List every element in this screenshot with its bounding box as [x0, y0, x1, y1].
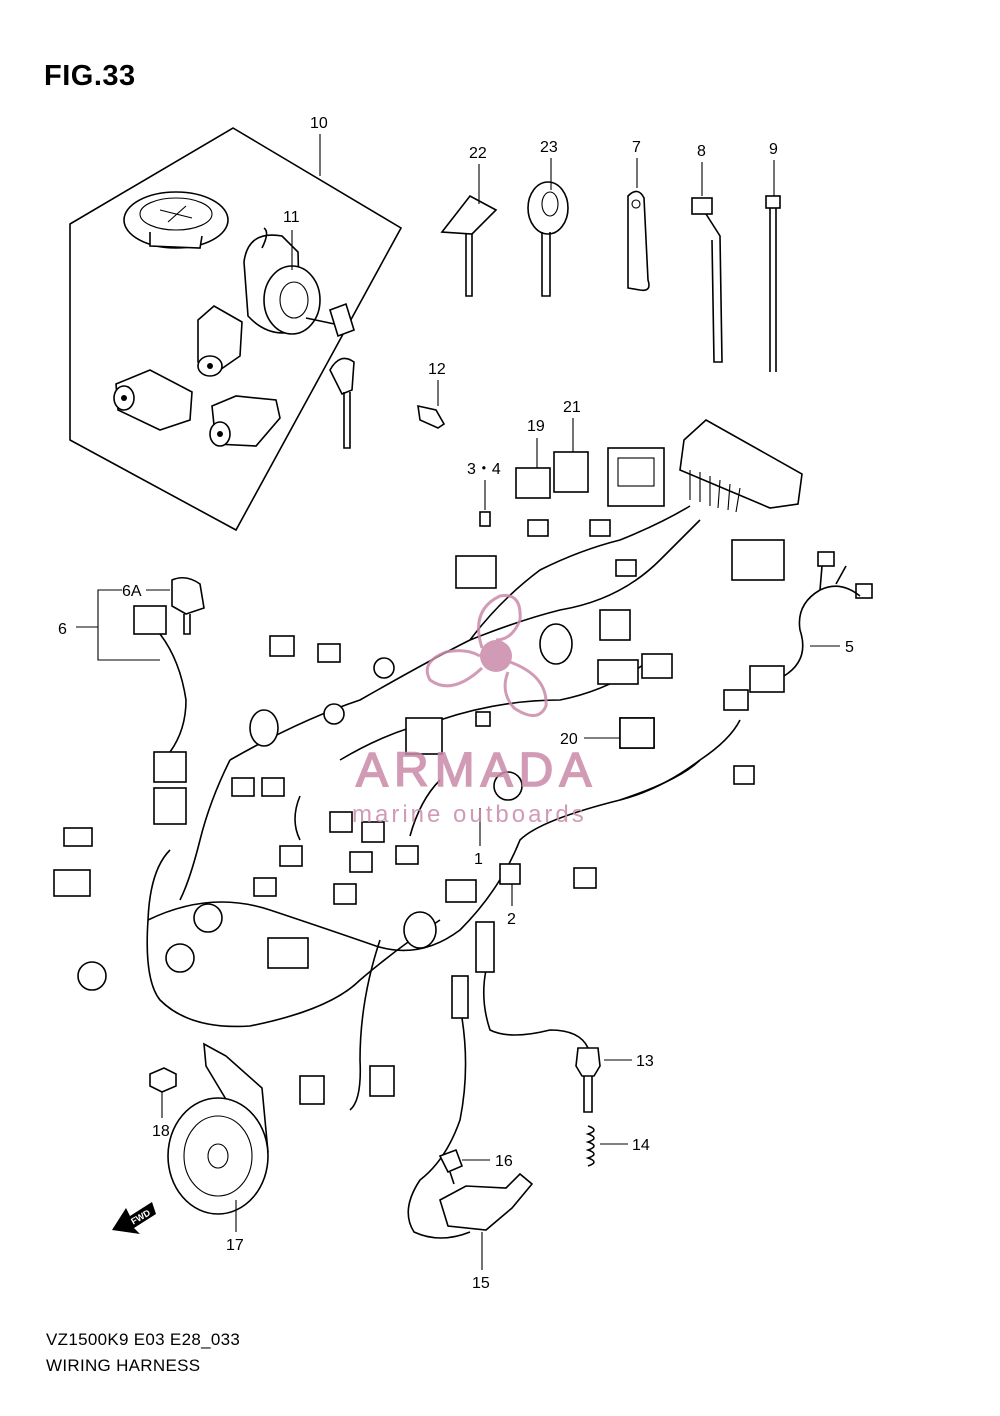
callout-7: 7	[632, 139, 641, 156]
screw-icon	[438, 1148, 464, 1185]
nut-icon	[149, 1067, 177, 1093]
relay-icon	[515, 451, 589, 499]
callout-16: 16	[495, 1153, 513, 1170]
propeller-logo-icon	[425, 594, 548, 717]
page-title: FIG.33	[44, 60, 136, 92]
watermark: ARMADA marine outboards	[352, 594, 597, 828]
callout-17: 17	[226, 1237, 244, 1254]
callout-1: 1	[474, 851, 483, 868]
fuse-box-icon	[607, 447, 665, 507]
callout-22: 22	[469, 145, 487, 162]
callout-18: 18	[152, 1123, 170, 1140]
callout-labels: 10 11 22 23 7 8 9 12 19 21 3・4 6A 6 5 20…	[58, 115, 854, 1292]
relay-20-icon	[619, 717, 655, 749]
callout-5: 5	[845, 639, 854, 656]
callout-6: 6	[58, 621, 67, 638]
fuel-cap-lock-icon	[123, 191, 229, 249]
callout-12: 12	[428, 361, 446, 378]
lock-cylinder-icon	[197, 305, 243, 377]
watermark-brand: ARMADA	[356, 744, 597, 797]
model-code: VZ1500K9 E03 E28_033	[46, 1330, 241, 1349]
seat-lock-icon	[113, 369, 193, 431]
key-icon	[527, 181, 569, 297]
main-harness-icon	[146, 505, 741, 1111]
connector-icon	[53, 519, 873, 1105]
cable-tie-icon	[691, 197, 723, 363]
spring-icon	[585, 1125, 595, 1167]
band-clamp-icon	[627, 190, 650, 292]
leader-lines	[76, 134, 840, 1270]
bolt-icon	[417, 404, 446, 429]
watermark-tagline: marine outboards	[352, 801, 587, 828]
key-blank-icon	[440, 194, 498, 297]
callout-11: 11	[283, 209, 300, 226]
callout-20: 20	[560, 731, 578, 748]
callout-14: 14	[632, 1137, 650, 1154]
fuse-icon	[479, 511, 491, 527]
sensor-switch-icon	[475, 921, 601, 1113]
cable-tie-long-icon	[765, 195, 781, 372]
fwd-arrow-icon: FWD	[112, 1202, 156, 1234]
callout-19: 19	[527, 418, 545, 435]
ecu-connector-icon	[679, 419, 803, 513]
diagram-caption: WIRING HARNESS	[46, 1356, 201, 1375]
callout-3-4: 3・4	[467, 461, 501, 478]
sub-harness-5-icon	[783, 565, 861, 677]
callout-2: 2	[507, 911, 516, 928]
side-stand-switch-icon	[407, 975, 534, 1239]
horn-icon	[167, 1042, 269, 1215]
callout-21: 21	[563, 399, 581, 416]
callout-15: 15	[472, 1275, 490, 1292]
sub-harness-icon	[159, 576, 205, 753]
callout-10: 10	[310, 115, 328, 132]
callout-9: 9	[769, 141, 778, 158]
callout-13: 13	[636, 1053, 654, 1070]
ignition-switch-icon	[243, 227, 355, 449]
callout-8: 8	[697, 143, 706, 160]
helmet-lock-icon	[209, 395, 281, 447]
coupler-plug-icon	[77, 623, 573, 991]
callout-6a: 6A	[122, 583, 142, 600]
callout-23: 23	[540, 139, 558, 156]
lock-set-group	[69, 127, 403, 532]
